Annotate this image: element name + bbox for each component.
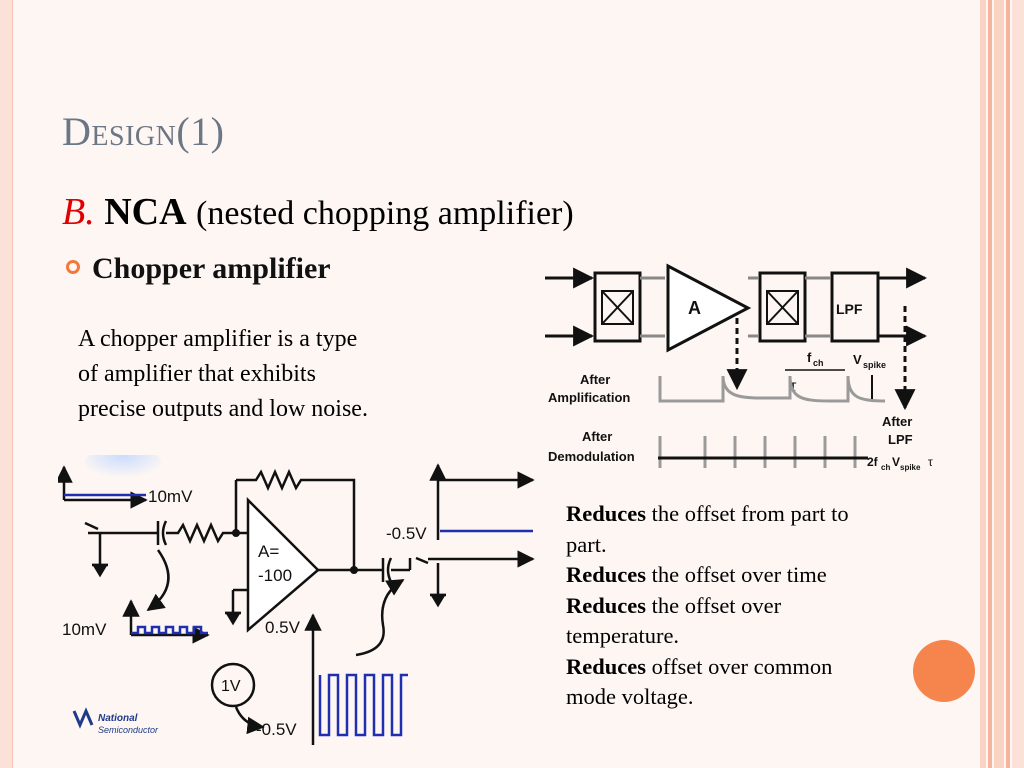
after-amp-line1: After xyxy=(580,372,610,387)
chopper-circuit-schematic: 10mV 10mV A= -100 -0.5V 0.5V -0.5V 1V Na… xyxy=(58,455,535,745)
bullet-icon xyxy=(66,260,80,275)
gain-label-2: -100 xyxy=(258,566,292,585)
paragraph-line: precise outputs and low noise. xyxy=(78,396,368,422)
after-demod-line2: Demodulation xyxy=(548,449,635,464)
fch-sub: ch xyxy=(813,358,824,368)
after-lpf-line1: After xyxy=(882,414,912,429)
result-ch-sub: ch xyxy=(881,463,890,472)
output-neg2-label: -0.5V xyxy=(256,720,297,739)
source-label: 1V xyxy=(221,678,241,695)
benefits-list: Reduces the offset from part to part. Re… xyxy=(566,499,886,713)
left-border-decoration xyxy=(0,0,13,768)
national-logo-icon: National Semiconductor xyxy=(72,707,159,735)
benefit-item: Reduces the offset over time xyxy=(566,562,827,587)
slide-title: Design(1) xyxy=(62,109,225,154)
section-letter: B. xyxy=(62,191,95,233)
lpf-label: LPF xyxy=(836,301,863,317)
right-border-stripes xyxy=(980,0,1024,768)
benefit-item: Reduces the offset from part to part. xyxy=(566,501,849,557)
result-spike-sub: spike xyxy=(900,463,921,472)
result-v: V xyxy=(892,455,900,469)
description-paragraph: A chopper amplifier is a type of amplifi… xyxy=(78,322,498,427)
input-amp-label: 10mV xyxy=(148,487,193,506)
benefit-item: Reduces offset over common mode voltage. xyxy=(566,653,833,710)
after-amp-line2: Amplification xyxy=(548,390,630,405)
after-lpf-line2: LPF xyxy=(888,432,913,447)
result-tau: τ xyxy=(928,455,933,469)
paragraph-line: A chopper amplifier is a type xyxy=(78,326,358,352)
decorative-circle xyxy=(913,640,975,702)
output-neg-label: -0.5V xyxy=(386,524,427,543)
bullet-text: Chopper amplifier xyxy=(92,252,331,285)
after-demod-line1: After xyxy=(582,429,612,444)
paragraph-line: of amplifier that exhibits xyxy=(78,361,316,387)
amplifier-label: A xyxy=(688,298,701,318)
output-pos-label: 0.5V xyxy=(265,618,301,637)
fch-label: f xyxy=(807,350,812,365)
tau-label: τ xyxy=(790,378,797,395)
bullet-item: Chopper amplifier xyxy=(66,252,331,286)
gain-label-1: A= xyxy=(258,542,279,561)
vspike-label: V xyxy=(853,352,862,367)
vspike-sub: spike xyxy=(863,360,886,370)
slide-subtitle: B. NCA (nested chopping amplifier) xyxy=(62,190,574,234)
input-chopped-label: 10mV xyxy=(62,620,107,639)
chopper-block-diagram: A LPF f ch V spike τ After Amplification… xyxy=(545,263,933,472)
logo-line2: Semiconductor xyxy=(98,725,159,735)
benefit-item: Reduces the offset over temperature. xyxy=(566,592,782,649)
nca-label: NCA xyxy=(104,191,187,233)
logo-line1: National xyxy=(98,713,138,724)
nca-description: (nested chopping amplifier) xyxy=(196,195,574,232)
result-2f: 2f xyxy=(867,455,879,469)
